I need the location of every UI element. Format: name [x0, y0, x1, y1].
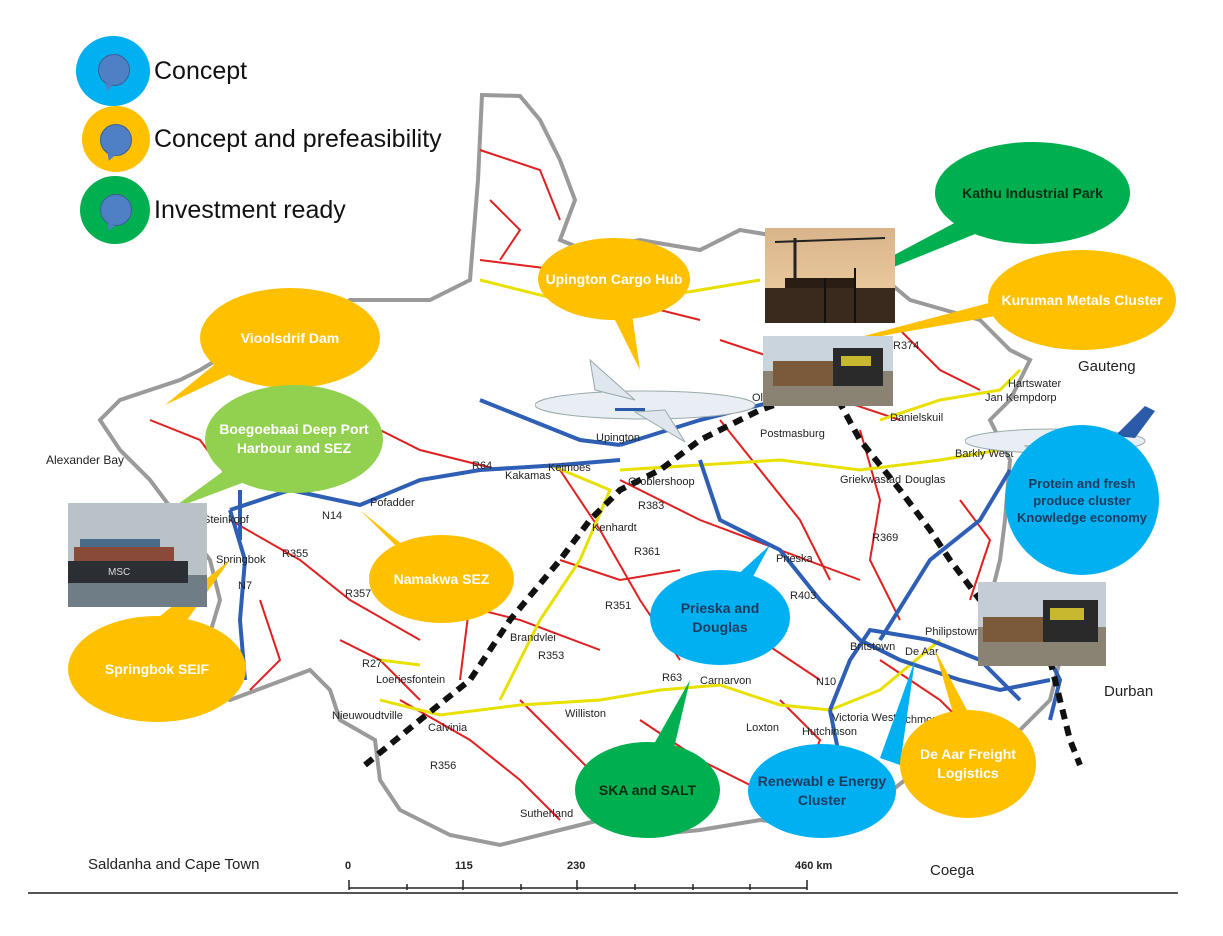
scale-tick-0: 0 [345, 860, 352, 872]
road-label-r403: R403 [790, 590, 817, 602]
town-loxton: Loxton [746, 722, 780, 734]
container-ship-photo: MSC [68, 503, 207, 607]
bottom-divider [28, 892, 1178, 894]
road-label-r361: R361 [634, 546, 661, 558]
town-de-aar: De Aar [905, 646, 939, 658]
town-douglas: Douglas [905, 474, 946, 486]
concept-legend-icon [76, 36, 150, 106]
town-calvinia: Calvinia [428, 722, 468, 734]
road-label-r353: R353 [538, 650, 565, 662]
bubble-kathu-industrial-park: Kathu Industrial Park [935, 142, 1130, 244]
town-loeriesfontein: Loeriesfontein [376, 674, 446, 686]
town-britstown: Britstown [850, 641, 896, 653]
town-sutherland: Sutherland [520, 808, 574, 820]
scale-tick-460: 460 km [795, 860, 833, 872]
bubble-boegoebaai: Boegoebaai Deep Port Harbour and SEZ [205, 385, 383, 493]
road-label-n14: N14 [322, 510, 343, 522]
town-kenhardt: Kenhardt [592, 522, 637, 534]
road-label-r351: R351 [605, 600, 632, 612]
road-label-r369: R369 [872, 532, 899, 544]
place-durban: Durban [1104, 683, 1154, 700]
road-label-r357: R357 [345, 588, 372, 600]
bubble-renewable-energy: Renewabl e Energy Cluster [748, 744, 896, 838]
bubble-upington-cargo-hub: Upington Cargo Hub [538, 238, 690, 320]
town-springbok: Springbok [216, 554, 266, 566]
town-jan-kempdorp: Jan Kempdorp [985, 392, 1057, 404]
town-williston: Williston [565, 708, 606, 720]
town-prieska: Prieska [776, 553, 813, 565]
town-steinkopf: Steinkopf [203, 514, 249, 526]
town-groblershoop: Groblershoop [628, 476, 695, 488]
town-hutchinson: Hutchinson [802, 726, 858, 738]
legend-label-concept: Concept [154, 56, 248, 85]
legend-label-investment-ready: Investment ready [154, 195, 346, 224]
bubble-springbok-seif: Springbok SEIF [68, 616, 246, 722]
town-carnarvon: Carnarvon [700, 675, 752, 687]
place-coega: Coega [930, 862, 975, 879]
town-brandvlei: Brandvlei [510, 632, 556, 644]
place-saldanha-cape-town: Saldanha and Cape Town [88, 856, 260, 873]
bubble-kuruman-metals-cluster: Kuruman Metals Cluster [988, 250, 1176, 350]
road-label-r64: R64 [472, 460, 493, 472]
investment-ready-legend-icon [80, 176, 150, 244]
town-barkly: Barkly West [955, 448, 1014, 460]
road-label-r63: R63 [662, 672, 683, 684]
scale-bar: 0 115 230 460 km [345, 860, 845, 900]
bubble-namakwa-sez: Namakwa SEZ [369, 535, 514, 623]
legend-item-prefeasibility: Concept and prefeasibility [82, 106, 442, 172]
town-postmasburg: Postmasburg [760, 428, 825, 440]
town-griekwastad: Griekwastad [840, 474, 902, 486]
railway-lines [363, 382, 1083, 768]
town-upington: Upington [596, 432, 641, 444]
town-kakamas: Kakamas [505, 470, 551, 482]
freight-train-photo [763, 336, 893, 406]
road-label-r383: R383 [638, 500, 665, 512]
town-hartswater: Hartswater [1008, 378, 1062, 390]
bubble-prieska-douglas: Prieska and Douglas [650, 570, 790, 665]
place-gauteng: Gauteng [1078, 358, 1136, 375]
prefeasibility-legend-icon [82, 106, 150, 172]
town-keimoes: Keimoes [548, 462, 591, 474]
road-label-n7: N7 [238, 580, 253, 592]
town-philipstown: Philipstown [925, 626, 981, 638]
town-pofadder: Pofadder [370, 497, 415, 509]
construction-crane-photo [765, 228, 895, 323]
town-victoria-west: Victoria West [832, 712, 897, 724]
bubble-protein-fresh-produce: Protein and fresh produce cluster Knowle… [1005, 425, 1159, 575]
freight-train-photo-de-aar [978, 582, 1106, 666]
bubble-de-aar-freight: De Aar Freight Logistics [900, 710, 1036, 818]
road-label-n10: N10 [816, 676, 837, 688]
bubble-ska-salt: SKA and SALT [575, 742, 720, 838]
road-label-r355: R355 [282, 548, 309, 560]
scale-tick-115: 115 [455, 860, 473, 872]
road-label-r374: R374 [893, 340, 920, 352]
scale-tick-230: 230 [567, 860, 586, 872]
legend-label-prefeasibility: Concept and prefeasibility [154, 124, 442, 153]
road-label-r356: R356 [430, 760, 457, 772]
town-nieuwoudtville: Nieuwoudtville [332, 710, 403, 722]
bubble-vioolsdrif-dam: Vioolsdrif Dam [200, 288, 380, 388]
road-label-r27: R27 [362, 658, 383, 670]
svg-text:MSC: MSC [108, 567, 130, 578]
town-danielskuil: Danielskuil [890, 412, 944, 424]
legend-item-concept: Concept [76, 36, 247, 106]
airplane-icon [535, 358, 756, 443]
legend-item-investment-ready: Investment ready [80, 176, 346, 244]
place-alexander-bay: Alexander Bay [46, 453, 125, 467]
